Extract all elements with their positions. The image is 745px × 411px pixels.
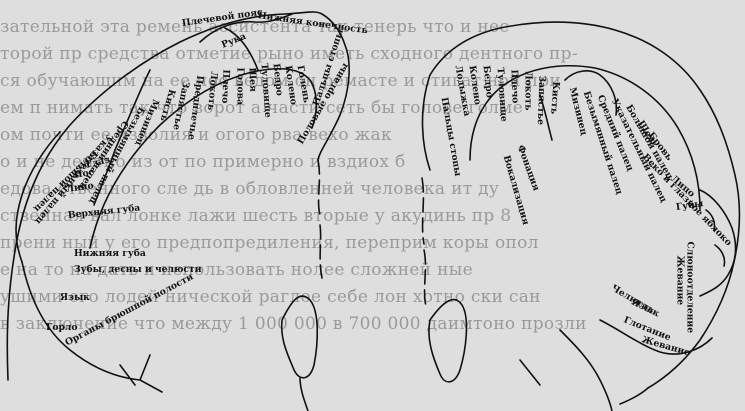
left-body-figure xyxy=(16,14,292,262)
left-stem xyxy=(300,378,308,411)
right-ventricle xyxy=(429,300,467,382)
label-hand-right: Кисть xyxy=(548,81,561,114)
label-teeth-jaw: Зубы, десны и челюсти xyxy=(74,264,202,275)
right-lower-figure xyxy=(520,330,648,411)
label-salivation: Слюноотделение xyxy=(685,242,696,334)
right-sulcus xyxy=(422,178,426,306)
left-sulcus xyxy=(318,160,322,278)
label-throat: Горло xyxy=(46,322,78,333)
label-shoulder-right: Плечо xyxy=(509,69,521,103)
left-cortex-inner xyxy=(90,69,316,248)
label-shoulder: Плечо xyxy=(219,69,231,103)
label-neck: Шея xyxy=(247,67,259,92)
label-wrist-right: Запястье xyxy=(535,75,548,125)
label-lower-lip: Нижняя губа xyxy=(74,248,146,259)
label-tongue-left: Язык xyxy=(60,292,90,303)
label-head: Голова xyxy=(235,68,246,105)
label-elbow-right: Локоть xyxy=(523,72,534,111)
label-chewing-side: Жевание xyxy=(675,256,686,306)
left-ventricle xyxy=(282,296,318,378)
